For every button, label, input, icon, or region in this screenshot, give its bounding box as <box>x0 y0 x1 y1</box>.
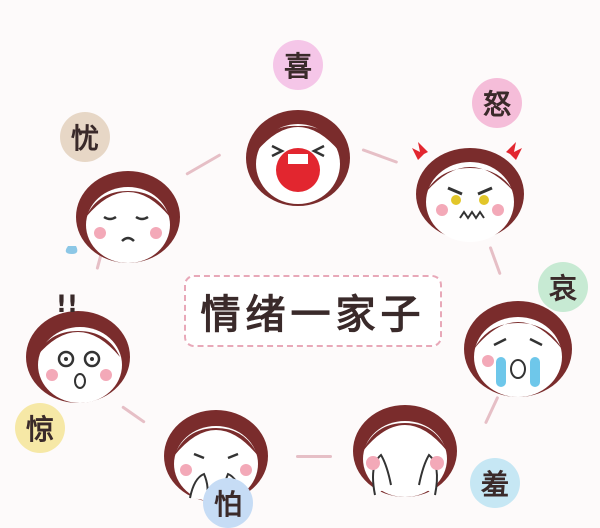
badge-surprised: 惊 <box>15 403 65 453</box>
badge-angry: 怒 <box>472 78 522 128</box>
title-text: 情绪一家子 <box>200 292 426 338</box>
shy-face <box>353 405 457 497</box>
badge-shy: 羞 <box>470 458 520 508</box>
sad-face <box>464 301 572 397</box>
surprised-face <box>26 311 130 403</box>
happy-face <box>246 110 350 206</box>
badge-worried: 忧 <box>60 112 110 162</box>
angry-face <box>416 148 524 242</box>
anger-flame-icon <box>506 142 522 160</box>
sweat-drop-icon <box>65 246 78 254</box>
badge-afraid: 怕 <box>203 478 253 528</box>
exclamation-marks: !! <box>56 290 78 318</box>
badge-happy: 喜 <box>273 40 323 90</box>
worried-face <box>76 171 180 263</box>
connector <box>296 455 332 458</box>
badge-sad: 哀 <box>538 262 588 312</box>
title-box: 情绪一家子 <box>184 275 442 347</box>
anger-flame-icon <box>412 142 428 160</box>
